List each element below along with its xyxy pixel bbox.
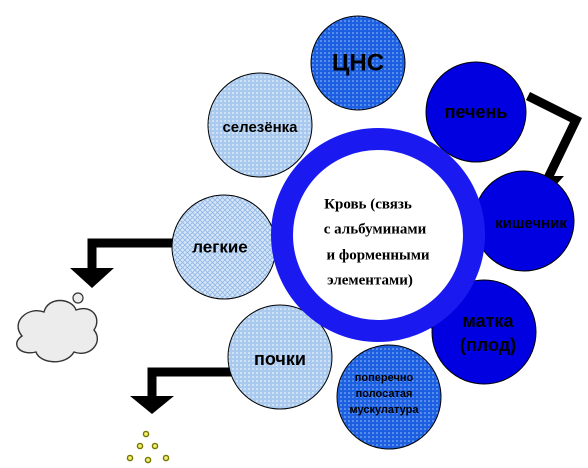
blood-label-1: Кровь (связь [324, 196, 412, 212]
drops-icon [126, 430, 170, 464]
node-lungs-label: легкие [192, 237, 248, 256]
node-muscle-label-2: полосатая [356, 388, 413, 400]
node-muscle-label-3: мускулатура [349, 404, 419, 416]
arrow-lungs-to-air [70, 238, 178, 288]
cloud-icon [16, 292, 99, 363]
node-uterus-label-1: матка [463, 311, 515, 331]
node-liver-label: печень [445, 102, 508, 122]
node-kidneys-label: почки [254, 349, 306, 369]
node-cns: ЦНС [310, 15, 406, 111]
node-muscle-label-1: поперечно [355, 372, 414, 384]
blood-label-2: с альбуминами [324, 221, 427, 237]
arrow-kidneys-to-urine [130, 367, 240, 414]
node-uterus-label-2: (плод) [460, 335, 516, 355]
node-cns-label: ЦНС [332, 49, 384, 76]
node-muscle: поперечно полосатая мускулатура [336, 344, 442, 450]
blood-label-3: и форменными [326, 247, 429, 263]
node-blood: Кровь (связь с альбуминами и форменными … [271, 128, 485, 342]
node-spleen: селезёнка [207, 72, 313, 178]
blood-label-4: элементами) [327, 272, 413, 288]
node-kidneys: почки [227, 304, 333, 410]
node-spleen-label: селезёнка [222, 119, 298, 136]
node-lungs: легкие [171, 194, 277, 300]
node-intestine-label: кишечник [495, 215, 567, 232]
node-intestine: кишечник [473, 170, 575, 272]
node-liver: печень [425, 61, 527, 163]
